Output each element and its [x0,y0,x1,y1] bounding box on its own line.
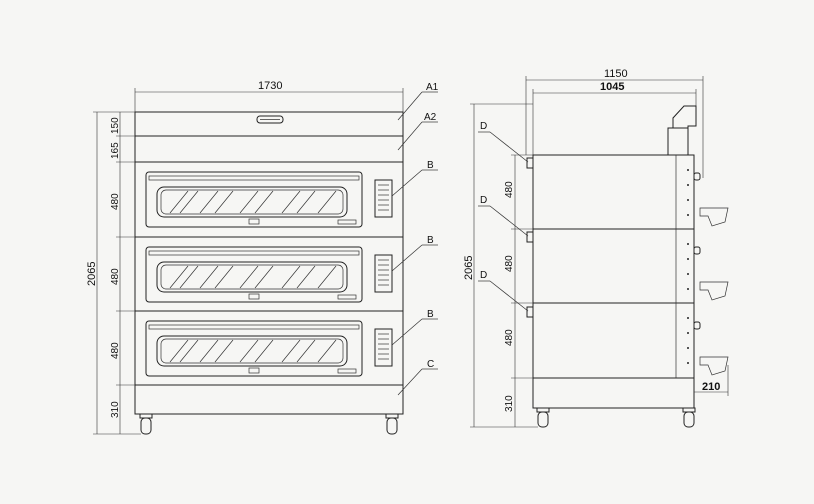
rear-trays [699,207,729,376]
side-total-height: 2065 [463,256,475,280]
deck-3 [145,320,393,377]
callout-b-3: B [427,309,434,320]
front-casters [139,413,399,435]
callout-c: C [427,359,434,370]
front-seg-1: 150 [110,117,121,134]
side-view: 1150 1045 210 [463,68,729,428]
callout-a2: A2 [424,112,437,123]
callout-b-1: B [427,160,434,171]
side-tray-depth: 210 [702,381,720,393]
front-width-label: 1730 [258,80,282,92]
callout-d-3: D [480,270,487,281]
side-seg-4: 310 [504,395,515,412]
callout-d-2: D [480,195,487,206]
callout-b-2: B [427,235,434,246]
side-seg-2: 480 [504,255,515,272]
front-seg-5: 480 [110,342,121,359]
side-seg-1: 480 [504,181,515,198]
deck-1 [145,171,393,228]
side-depth-outer: 1150 [604,68,628,80]
front-seg-4: 480 [110,268,121,285]
front-total-height: 2065 [86,262,98,286]
front-seg-6: 310 [110,401,121,418]
callout-a1: A1 [426,82,439,93]
side-seg-3: 480 [504,329,515,346]
front-seg-2: 165 [110,142,121,159]
deck-2 [145,246,393,303]
front-view: 1730 [86,80,439,435]
callout-d-1: D [480,121,487,132]
side-depth-inner: 1045 [600,81,624,93]
front-seg-3: 480 [110,193,121,210]
